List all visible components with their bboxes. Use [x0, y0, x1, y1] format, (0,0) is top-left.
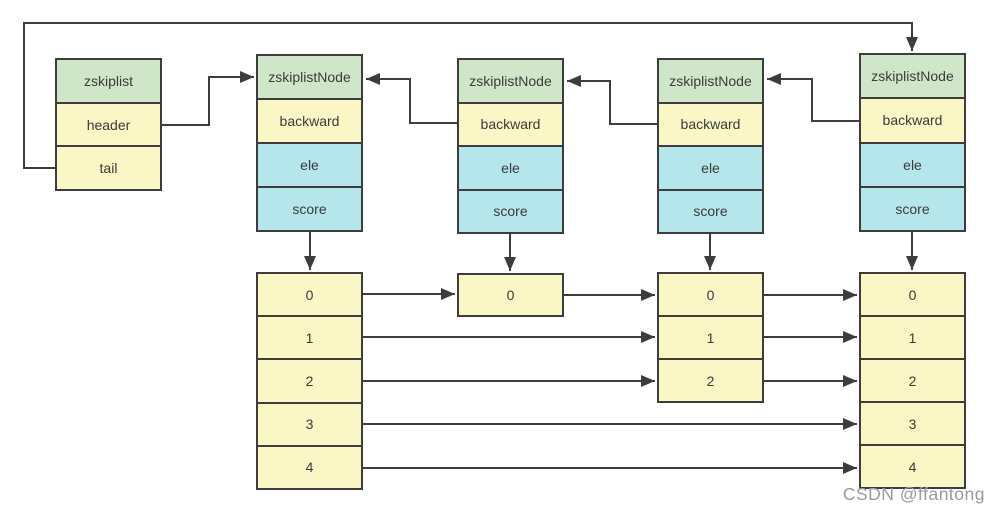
node-title: zskiplistNode: [258, 56, 361, 98]
level-cell: 0: [659, 274, 762, 315]
level-cell: 1: [861, 315, 964, 358]
level-cell: 4: [258, 444, 361, 489]
level-cell: 2: [258, 358, 361, 402]
field-ele: ele: [459, 145, 562, 189]
zskiplist-title: zskiplist: [57, 60, 160, 102]
field-backward: backward: [659, 101, 762, 145]
field-score: score: [861, 185, 964, 230]
node-box-3: zskiplistNode backward ele score: [657, 58, 764, 234]
node-title: zskiplistNode: [659, 60, 762, 102]
arrow-node3-backward: [567, 75, 657, 125]
field-tail: tail: [57, 145, 160, 190]
level-cell: 0: [861, 274, 964, 315]
field-backward: backward: [459, 101, 562, 145]
level-cell: 2: [659, 358, 762, 401]
node-box-1: zskiplistNode backward ele score: [256, 54, 363, 232]
field-backward: backward: [258, 98, 361, 142]
level-cell: 4: [861, 444, 964, 487]
field-score: score: [258, 186, 361, 230]
level-cell: 1: [659, 315, 762, 358]
level-cell: 3: [258, 401, 361, 445]
level-stack-1: 0 1 2 3 4: [256, 272, 363, 490]
field-ele: ele: [659, 145, 762, 189]
level-cell: 3: [861, 401, 964, 444]
arrow-tail-to-node4: [23, 22, 918, 169]
node-box-4: zskiplistNode backward ele score: [859, 53, 966, 232]
field-header: header: [57, 101, 160, 146]
field-ele: ele: [258, 142, 361, 186]
level-cell: 1: [258, 315, 361, 359]
arrow-node4-backward: [767, 73, 859, 122]
node-title: zskiplistNode: [861, 55, 964, 98]
field-backward: backward: [861, 97, 964, 142]
level-stack-4: 0 1 2 3 4: [859, 272, 966, 489]
level-stack-3: 0 1 2: [657, 272, 764, 403]
level-cell: 2: [861, 358, 964, 401]
watermark: CSDN @ffantong: [842, 484, 985, 504]
node-box-2: zskiplistNode backward ele score: [457, 58, 564, 234]
level-stack-2: 0: [457, 273, 564, 317]
level-cell: 0: [459, 275, 562, 315]
field-score: score: [459, 188, 562, 232]
arrow-node2-backward: [366, 73, 457, 124]
field-score: score: [659, 188, 762, 232]
field-ele: ele: [861, 141, 964, 186]
node-title: zskiplistNode: [459, 60, 562, 102]
zskiplist-box: zskiplist header tail: [55, 58, 162, 191]
level-cell: 0: [258, 274, 361, 316]
arrow-header-to-node1: [162, 71, 254, 126]
